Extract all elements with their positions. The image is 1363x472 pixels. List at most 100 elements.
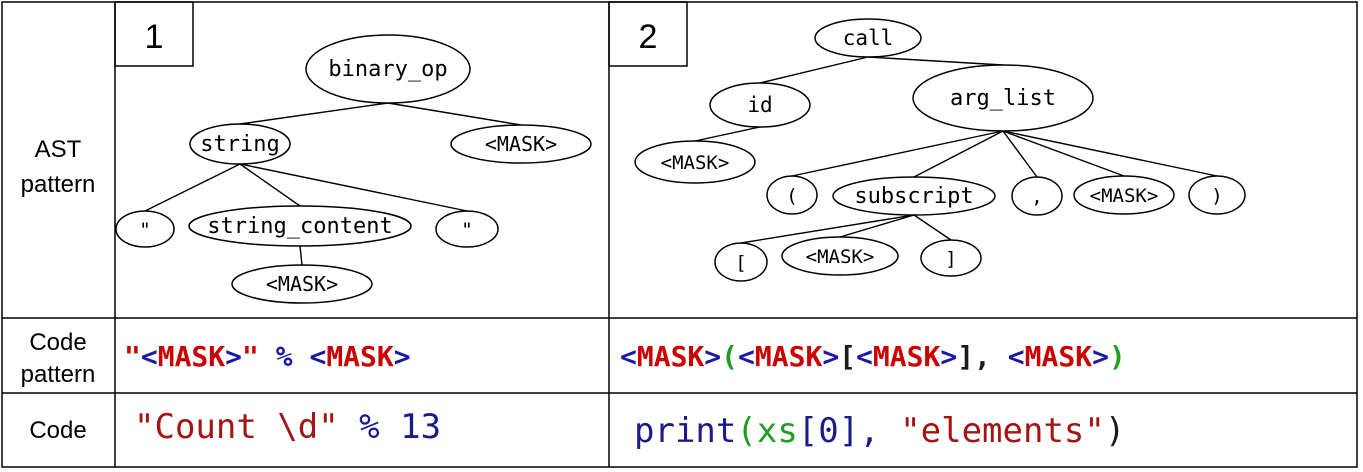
ast-node-label: ] [945, 248, 956, 270]
panel-1-code: "Count \d" % 13 [134, 407, 441, 447]
row-label-code-pattern-line1: Code [29, 329, 86, 356]
ast-node-p2-lparen: ( [766, 175, 818, 215]
row-label-ast-line1: AST [35, 136, 82, 163]
code-pattern-segment: < [738, 340, 755, 373]
ast-node-shape [832, 176, 996, 216]
ast-node-p1-mask-content: <MASK> [231, 264, 373, 304]
ast-edge-p2-arg-list-to-p2-mask-arg [1002, 130, 1125, 177]
code-segment: % 13 [339, 407, 441, 447]
ast-edge-p2-subscript-to-p2-lbracket [740, 214, 915, 244]
ast-node-p2-subscript: subscript [832, 176, 996, 216]
ast-node-shape [781, 236, 899, 276]
code-segment: ( [736, 411, 756, 451]
ast-node-p1-string-content: string_content [188, 205, 412, 247]
ast-node-label: call [843, 26, 894, 50]
ast-node-p1-string: string [189, 123, 291, 165]
ast-node-shape [714, 242, 768, 282]
ast-node-shape [115, 210, 175, 248]
ast-node-shape [450, 124, 592, 164]
ast-node-shape [920, 239, 982, 277]
ast-node-label: binary_op [328, 57, 447, 82]
ast-node-shape [1073, 175, 1175, 215]
code-pattern-segment: " [242, 340, 259, 373]
ast-node-p1-mask-right: <MASK> [450, 124, 592, 164]
ast-node-label: ( [786, 185, 797, 207]
ast-edge-p1-string-to-p1-quote-left [144, 163, 241, 212]
ast-node-label: arg_list [950, 86, 1056, 111]
ast-node-label: id [747, 93, 772, 117]
ast-edge-p2-subscript-to-p2-mask-index [839, 214, 915, 238]
panel-2-code-pattern: <MASK>(<MASK>[<MASK>], <MASK>) [620, 340, 1126, 373]
ast-node-p1-quote-left: " [115, 210, 175, 248]
ast-node-shape [189, 123, 291, 165]
ast-node-p2-mask-id: <MASK> [634, 140, 756, 184]
ast-node-shape [231, 264, 373, 304]
panel-1-number: 1 [145, 18, 164, 56]
ast-node-label: subscript [854, 184, 973, 209]
ast-node-p2-rbracket: ] [920, 239, 982, 277]
code-pattern-segment: > [1092, 340, 1109, 373]
code-pattern-segment: MASK [158, 340, 226, 373]
ast-node-label: , [1031, 186, 1042, 208]
ast-node-p1-binary-op: binary_op [305, 34, 471, 104]
panel-1-code-pattern: "<MASK>" % <MASK> [124, 340, 411, 373]
code-pattern-segment: > [704, 340, 721, 373]
code-pattern-segment: MASK [326, 340, 394, 373]
ast-node-label: [ [735, 252, 746, 274]
ast-edge-p1-string-content-to-p1-mask-content [299, 245, 303, 266]
ast-node-shape [709, 82, 811, 128]
ast-node-shape [305, 34, 471, 104]
code-pattern-segment: MASK [637, 340, 705, 373]
code-pattern-segment: > [394, 340, 411, 373]
ast-edge-p2-arg-list-to-p2-comma [1002, 130, 1038, 178]
ast-node-label: <MASK> [1090, 185, 1159, 207]
ast-node-label: <MASK> [485, 132, 557, 156]
ast-node-p2-mask-arg: <MASK> [1073, 175, 1175, 215]
code-pattern-segment: > [822, 340, 839, 373]
ast-node-label: string [200, 132, 279, 157]
code-segment: print [634, 411, 736, 451]
code-pattern-segment: MASK [1025, 340, 1093, 373]
code-pattern-segment: " [124, 340, 141, 373]
ast-node-label: string_content [207, 214, 392, 239]
ast-edge-p1-string-to-p1-quote-right [239, 163, 468, 212]
ast-node-label: <MASK> [661, 152, 730, 174]
panel-2-number: 2 [639, 18, 658, 56]
code-pattern-segment: MASK [873, 340, 941, 373]
code-pattern-segment: MASK [755, 340, 823, 373]
row-label-code: Code [29, 417, 86, 444]
code-pattern-segment: % [259, 340, 310, 373]
ast-node-p2-rparen: ) [1188, 175, 1246, 215]
ast-edge-p2-call-to-p2-arg-list [867, 56, 1004, 66]
ast-node-p2-lbracket: [ [714, 242, 768, 282]
ast-edge-p2-arg-list-to-p2-rparen [1002, 130, 1218, 177]
code-segment: "Count \d" [134, 407, 339, 447]
ast-node-p2-arg-list: arg_list [912, 64, 1094, 132]
ast-node-shape [912, 64, 1094, 132]
ast-node-p2-mask-index: <MASK> [781, 236, 899, 276]
ast-node-shape [634, 140, 756, 184]
ast-node-label: ) [1211, 185, 1222, 207]
code-pattern-segment: < [141, 340, 158, 373]
ast-node-shape [435, 210, 499, 248]
ast-edge-p2-arg-list-to-p2-subscript [913, 130, 1004, 178]
ast-node-shape [1011, 176, 1063, 216]
code-pattern-segment: < [856, 340, 873, 373]
ast-edge-p2-arg-list-to-p2-lparen [791, 130, 1004, 177]
code-pattern-segment: < [309, 340, 326, 373]
ast-node-label: " [461, 219, 472, 241]
code-segment: "elements" [900, 411, 1105, 451]
ast-edge-p2-call-to-p2-id [759, 56, 869, 84]
code-pattern-segment: ) [1109, 340, 1126, 373]
code-pattern-segment: > [940, 340, 957, 373]
code-segment: [0], [798, 411, 900, 451]
ast-node-label: <MASK> [266, 272, 338, 296]
code-segment: ) [1105, 411, 1125, 451]
code-pattern-segment: [ [839, 340, 856, 373]
ast-node-p1-quote-right: " [435, 210, 499, 248]
ast-edges [144, 56, 1218, 266]
code-pattern-segment: < [620, 340, 637, 373]
ast-node-label: " [139, 219, 150, 241]
